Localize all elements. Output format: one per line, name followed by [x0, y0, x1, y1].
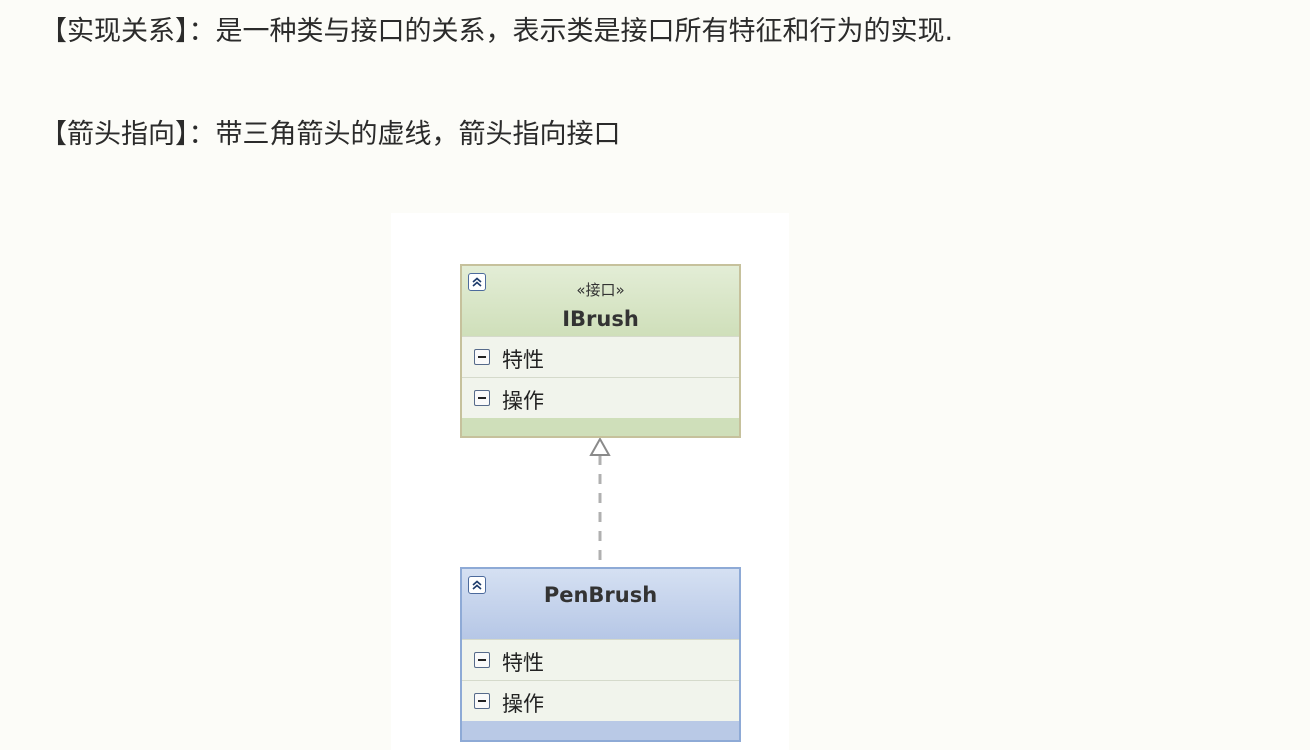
realization-label: 【实现关系】: [40, 16, 189, 47]
interface-header: «接口» IBrush: [462, 266, 739, 336]
attributes-compartment[interactable]: 特性: [462, 639, 739, 680]
realization-definition: 【实现关系】：是一种类与接口的关系，表示类是接口所有特征和行为的实现.: [40, 14, 953, 50]
separator: ：: [188, 16, 216, 47]
interface-stereotype: «接口»: [576, 281, 625, 299]
implementation-class-box[interactable]: PenBrush 特性 操作: [460, 567, 741, 742]
double-chevron-up-icon[interactable]: [468, 576, 486, 594]
attributes-compartment[interactable]: 特性: [462, 336, 739, 377]
implementation-header: PenBrush: [462, 569, 739, 639]
double-chevron-up-icon[interactable]: [468, 273, 486, 291]
separator: ：: [188, 119, 216, 150]
realization-description: 是一种类与接口的关系，表示类是接口所有特征和行为的实现.: [215, 16, 954, 47]
arrow-direction-definition: 【箭头指向】：带三角箭头的虚线，箭头指向接口: [40, 117, 621, 153]
interface-name: IBrush: [562, 307, 639, 331]
minus-box-icon[interactable]: [474, 693, 490, 709]
interface-class-box[interactable]: «接口» IBrush 特性 操作: [460, 264, 741, 438]
attributes-label: 特性: [502, 348, 544, 372]
minus-box-icon[interactable]: [474, 390, 490, 406]
minus-box-icon[interactable]: [474, 652, 490, 668]
hollow-triangle-arrowhead: [589, 436, 611, 456]
minus-box-icon[interactable]: [474, 349, 490, 365]
operations-label: 操作: [502, 389, 544, 413]
operations-compartment[interactable]: 操作: [462, 377, 739, 418]
attributes-label: 特性: [502, 651, 544, 675]
arrow-direction-description: 带三角箭头的虚线，箭头指向接口: [215, 119, 621, 150]
operations-compartment[interactable]: 操作: [462, 680, 739, 721]
implementation-name: PenBrush: [543, 583, 658, 607]
operations-label: 操作: [502, 692, 544, 716]
arrow-direction-label: 【箭头指向】: [40, 119, 189, 150]
uml-realization-diagram: «接口» IBrush 特性 操作 PenBrush 特性: [391, 213, 789, 750]
realization-connector: [589, 436, 611, 567]
